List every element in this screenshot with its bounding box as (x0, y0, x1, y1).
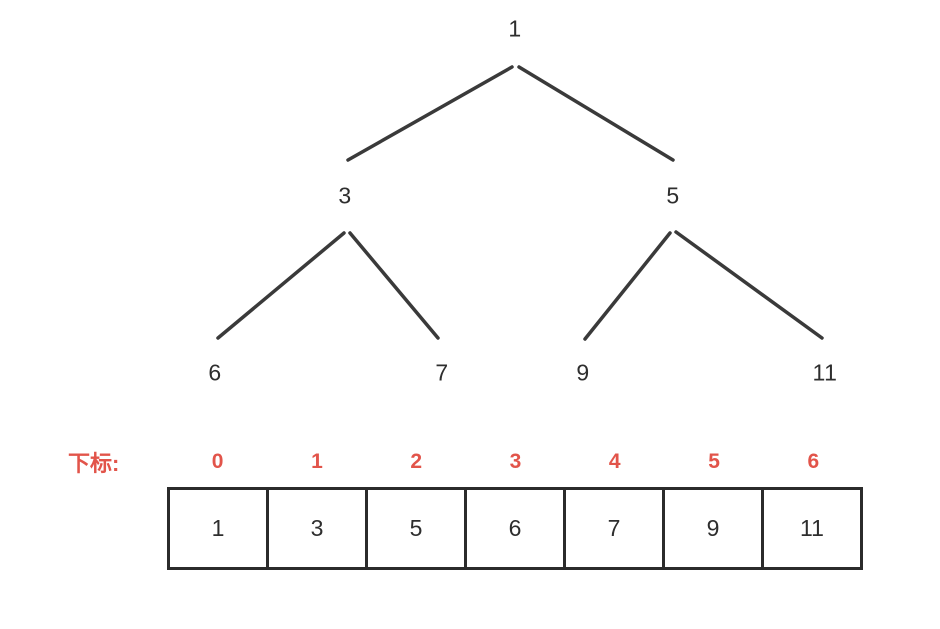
array-cell: 1 (167, 487, 269, 570)
array-index: 3 (509, 450, 522, 473)
tree-node-right-left: 9 (576, 359, 590, 386)
tree-node-root: 1 (508, 15, 522, 42)
array-index-row: 0 1 2 3 4 5 6 (168, 448, 863, 475)
array-index-label: 下标: (68, 451, 120, 476)
tree-node-left-left: 6 (208, 359, 222, 386)
edge-right-to-right-left (583, 231, 672, 341)
tree-node-right-right: 11 (812, 359, 838, 386)
array-index: 2 (410, 450, 423, 473)
array-index: 6 (807, 450, 820, 473)
array-index: 0 (211, 450, 224, 473)
edge-left-to-left-right (348, 231, 440, 340)
tree-node-left: 3 (338, 182, 352, 209)
array-cell: 3 (266, 487, 368, 570)
edge-left-to-left-left (216, 231, 346, 340)
array-index: 5 (708, 450, 720, 473)
array-index: 4 (608, 450, 621, 473)
array-cell: 7 (563, 487, 665, 570)
edge-root-to-right (517, 65, 675, 162)
edge-right-to-right-right (674, 230, 824, 340)
edge-root-to-left (346, 65, 514, 162)
array-cell: 9 (662, 487, 764, 570)
array-cell: 11 (761, 487, 863, 570)
array-cells-row: 1 3 5 6 7 9 11 (167, 487, 863, 570)
array-cell: 6 (464, 487, 566, 570)
array-index: 1 (311, 450, 323, 473)
array-cell: 5 (365, 487, 467, 570)
tree-node-left-right: 7 (435, 359, 449, 386)
tree-node-right: 5 (666, 182, 680, 209)
